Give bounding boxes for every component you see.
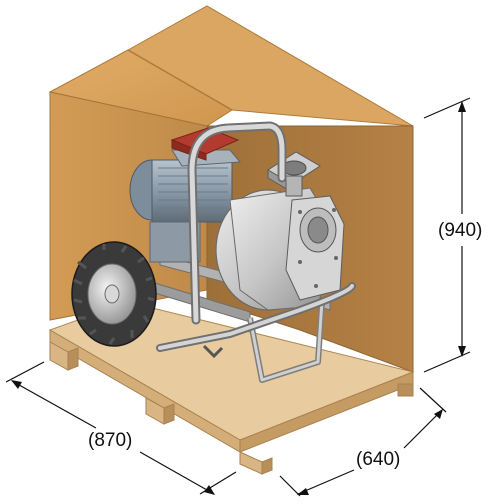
dimension-width-label: (640)	[356, 449, 400, 470]
dimension-height-label: (940)	[438, 220, 482, 241]
wheel-icon	[71, 241, 157, 347]
pallet-block-middle	[145, 397, 175, 425]
pallet-block-right	[239, 451, 273, 475]
dimension-height	[423, 97, 471, 373]
dimension-length	[5, 361, 237, 495]
pallet-block-back-right	[397, 383, 414, 397]
dimension-width	[279, 387, 447, 497]
pallet-icon	[48, 301, 415, 475]
pallet-block-left	[49, 341, 79, 371]
dimension-length-label: (870)	[88, 430, 132, 451]
